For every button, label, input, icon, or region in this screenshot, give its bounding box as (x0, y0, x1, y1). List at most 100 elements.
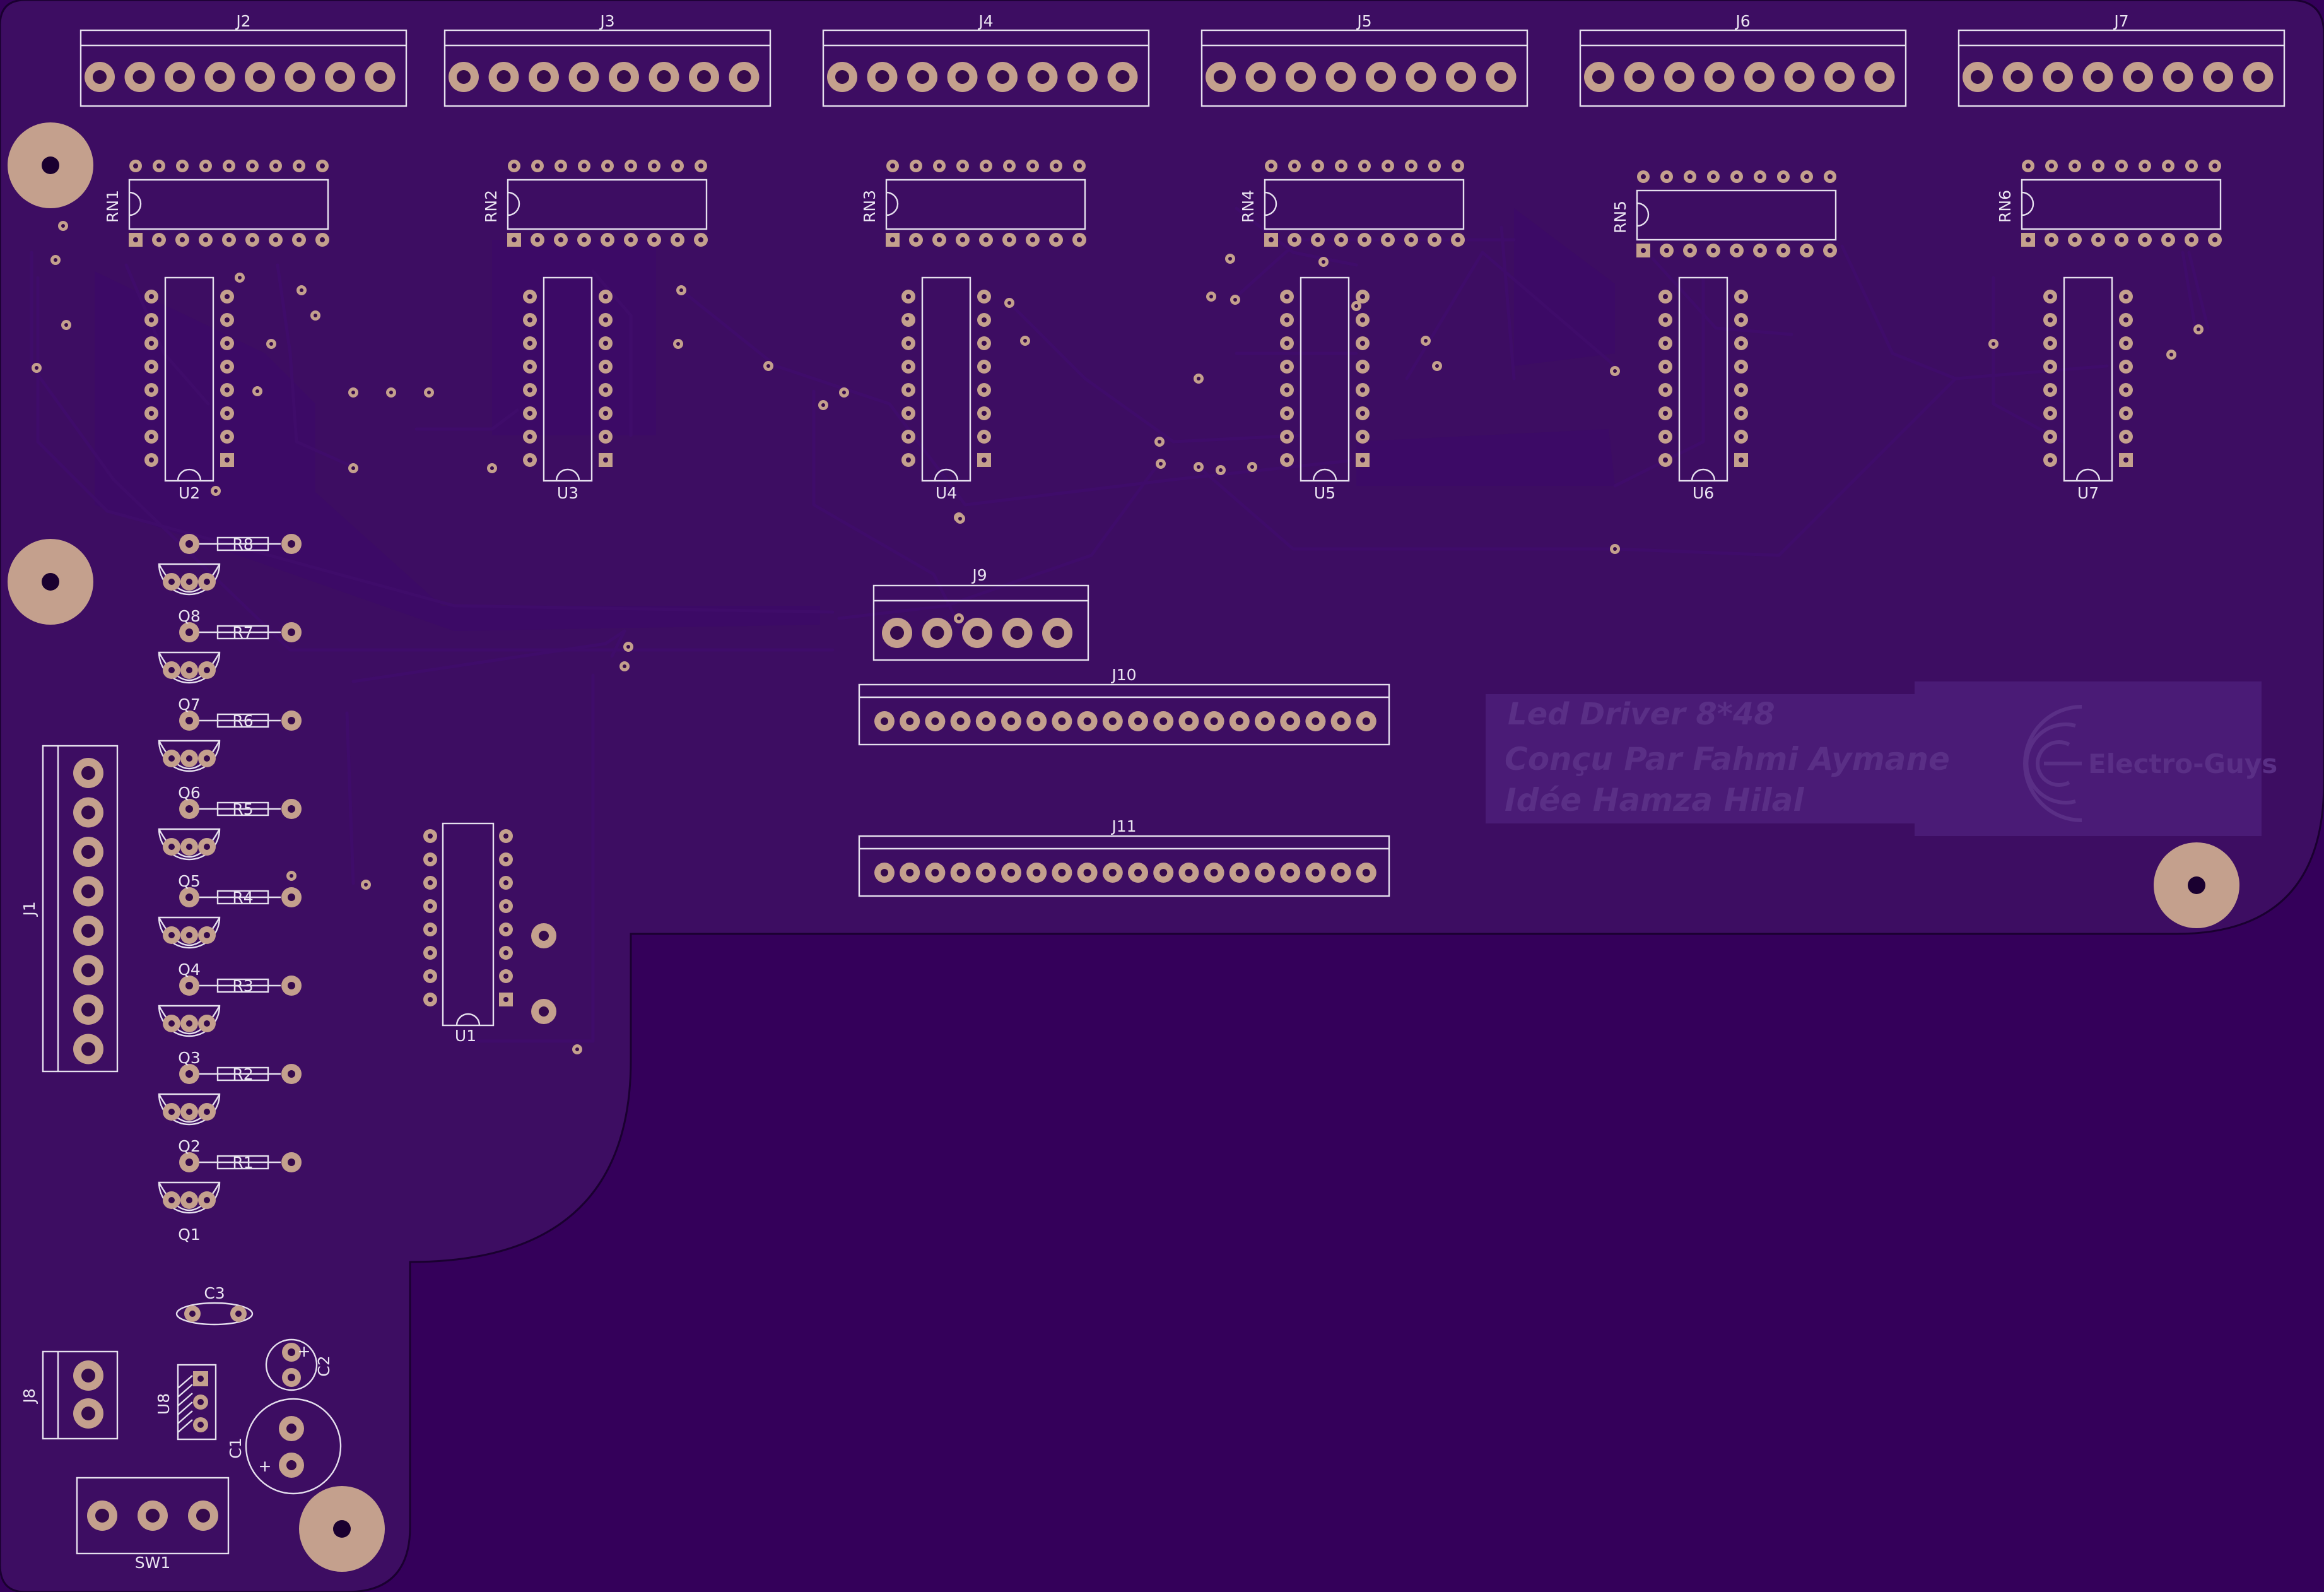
drill (603, 364, 608, 369)
drill (1758, 174, 1763, 179)
drill (982, 411, 987, 416)
drill (225, 341, 230, 346)
drill (273, 237, 278, 242)
drill (1312, 717, 1320, 725)
drill (2048, 387, 2053, 392)
drill (1739, 387, 1744, 392)
drill (1424, 339, 1428, 343)
drill (2048, 294, 2053, 299)
drill (1108, 717, 1117, 725)
ref-label: Q7 (178, 695, 201, 714)
drill (652, 237, 657, 242)
drill (1007, 237, 1012, 242)
drill (1050, 626, 1064, 640)
drill (273, 163, 278, 168)
connector-j5: J5 (1200, 12, 1529, 107)
connector-j7: J7 (1957, 12, 2286, 107)
ref-label: J3 (599, 12, 614, 30)
drill (186, 579, 192, 585)
drill (1286, 717, 1294, 725)
ref-label: U4 (936, 484, 957, 502)
ref-label: Q3 (178, 1049, 201, 1067)
ref-label: Q5 (178, 872, 201, 890)
ref-label: R3 (232, 977, 253, 995)
drill (288, 1070, 295, 1078)
drill (225, 457, 230, 463)
drill (95, 1509, 109, 1523)
drill (1284, 457, 1289, 463)
ref-label: C1 (226, 1437, 245, 1458)
resistor-r5: R5 (179, 799, 302, 819)
drill (1007, 163, 1012, 168)
drill (1159, 462, 1163, 466)
drill (186, 1109, 192, 1115)
drill (81, 845, 95, 859)
drill (1261, 717, 1269, 725)
drill (428, 974, 433, 979)
drill (185, 1070, 193, 1078)
drill (512, 237, 517, 242)
drill (269, 342, 273, 346)
drill (1804, 174, 1809, 179)
drill (149, 294, 154, 299)
drill (288, 805, 295, 813)
ref-label: R6 (232, 712, 253, 730)
logo-line-3: Idée Hamza Hilal (1505, 782, 1804, 818)
drill (2131, 70, 2145, 84)
drill (490, 466, 494, 470)
drill (250, 163, 255, 168)
drill (81, 1042, 95, 1056)
ref-label: SW1 (135, 1554, 171, 1572)
ref-label: C2 (315, 1355, 333, 1376)
drill (133, 237, 138, 242)
drill (189, 1311, 196, 1317)
drill (1360, 457, 1365, 463)
drill (881, 869, 888, 876)
drill (527, 387, 532, 392)
drill (1210, 717, 1218, 725)
drill (1115, 70, 1130, 84)
resistor-network-rn2: RN2 (482, 160, 708, 247)
drill (1992, 342, 1995, 346)
drill (428, 904, 433, 909)
drill (2189, 237, 2194, 242)
drill (1077, 163, 1082, 168)
drill (2123, 457, 2128, 463)
drill (1409, 237, 1414, 242)
drill (1033, 869, 1041, 876)
drill (603, 387, 608, 392)
logo-block: Led Driver 8*48 Conçu Par Fahmi Aymane I… (1486, 681, 2277, 836)
drill (2048, 411, 2053, 416)
drill (168, 579, 175, 585)
ic-u3: U3 (523, 276, 613, 502)
drill (250, 237, 255, 242)
drill (225, 317, 230, 322)
drill (156, 163, 161, 168)
drill (428, 880, 433, 885)
ref-label: U2 (179, 484, 200, 502)
resistor-r6: R6 (179, 711, 302, 731)
drill (185, 805, 193, 813)
ref-label: RN5 (1611, 201, 1629, 233)
drill (226, 237, 232, 242)
drill (697, 70, 711, 84)
connector-j6: J6 (1579, 12, 1907, 107)
drill (1752, 70, 1766, 84)
drill (1284, 341, 1289, 346)
drill (1339, 237, 1344, 242)
drill (512, 163, 517, 168)
drill (1284, 294, 1289, 299)
drill (503, 974, 508, 979)
drill (955, 70, 970, 84)
drill (539, 1006, 549, 1017)
drill (1455, 237, 1460, 242)
drill (2123, 341, 2128, 346)
drill (64, 323, 68, 327)
drill (1687, 174, 1693, 179)
drill (204, 579, 210, 585)
drill (296, 237, 302, 242)
drill (2072, 163, 2077, 168)
drill (253, 70, 267, 84)
drill (428, 950, 433, 955)
drill (1030, 163, 1035, 168)
